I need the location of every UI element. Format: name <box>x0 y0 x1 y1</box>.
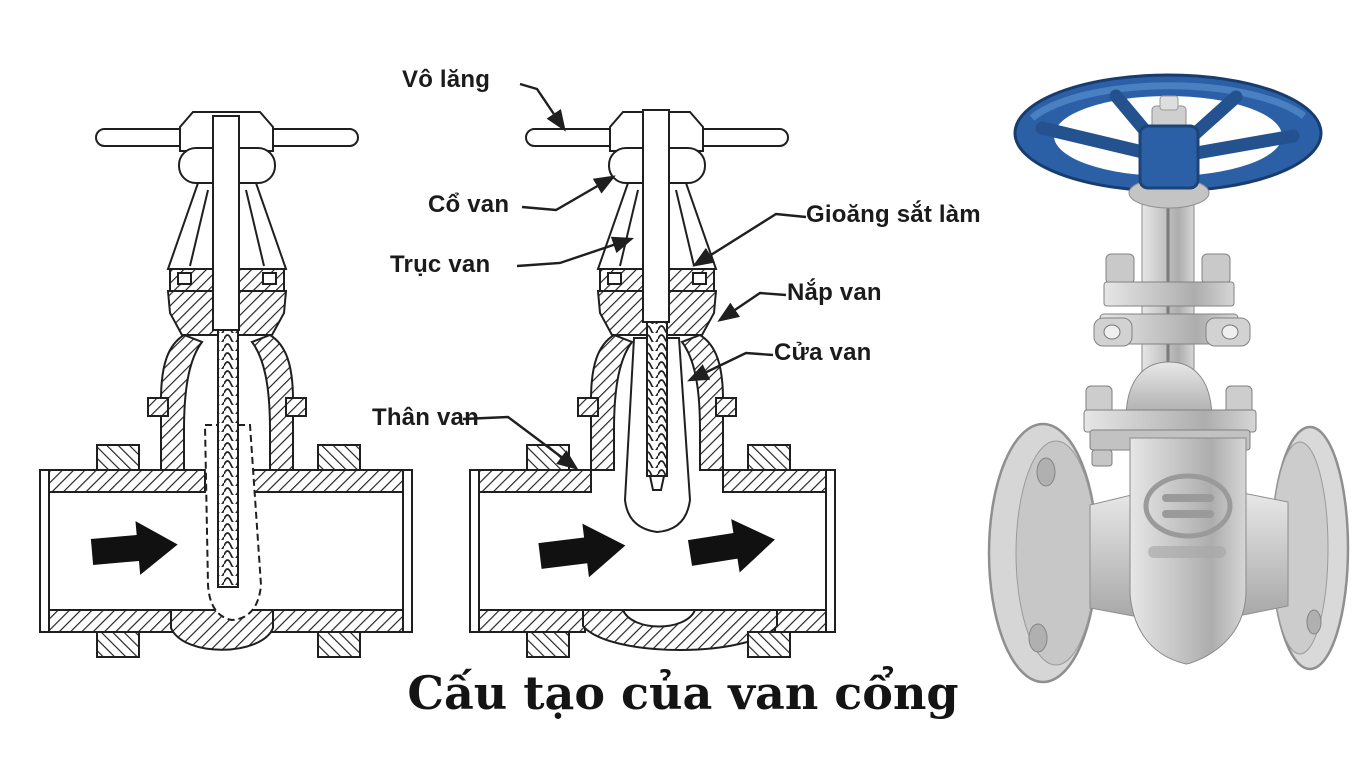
seat-recess <box>621 609 697 628</box>
leader-lines <box>462 82 807 470</box>
pipe-end-cap <box>469 469 480 633</box>
flange-tab <box>96 444 140 471</box>
leader-vo-lang <box>519 82 566 132</box>
leader-gioang <box>692 212 807 267</box>
neck-wall-right <box>250 333 294 471</box>
pipe-bottom-wall <box>469 609 586 633</box>
pipe-top-wall <box>39 469 206 493</box>
leader-co-van <box>521 175 616 212</box>
bonnet-dome <box>1125 361 1213 421</box>
flow-arrow <box>90 521 178 575</box>
neck-wall-left <box>160 333 204 471</box>
label-bonnet: Nắp van <box>787 279 882 306</box>
label-gasket: Gioăng sắt làm <box>806 201 981 228</box>
closed-valve-cross-section <box>39 111 413 658</box>
diagram-title: Cấu tạo của van cổng <box>407 666 959 720</box>
threaded-stem <box>217 324 239 588</box>
yoke-bolt <box>1105 253 1135 285</box>
leader-than-van <box>462 415 579 470</box>
neck-wall-left <box>590 333 634 471</box>
label-valve-neck: Cổ van <box>428 191 510 218</box>
bonnet-flange <box>1083 409 1257 433</box>
label-valve-body: Thân van <box>372 404 479 431</box>
handwheel-hub <box>1138 124 1200 190</box>
threaded-stem <box>646 317 668 477</box>
stem-tip <box>648 475 666 491</box>
label-gate: Cửa van <box>774 339 872 366</box>
label-handwheel: Vô lăng <box>402 66 491 93</box>
bottom-boss <box>170 609 274 651</box>
open-valve-cross-section <box>469 109 836 658</box>
pipe-bottom-wall <box>39 609 176 633</box>
label-valve-stem: Trục van <box>390 251 491 278</box>
valve-stem <box>642 109 670 323</box>
leader-truc-van <box>516 236 635 268</box>
flow-arrow <box>538 523 626 578</box>
body-emblem <box>1143 473 1233 539</box>
valve-stem <box>212 115 240 331</box>
pipe-end-cap <box>39 469 50 633</box>
flange-bolt-hole <box>1036 457 1056 487</box>
leader-nap-van <box>717 291 787 322</box>
pipe-top-wall <box>469 469 592 493</box>
body-marking <box>1148 546 1226 558</box>
leader-cua-van <box>687 351 774 382</box>
gate-valve-photo <box>987 73 1350 684</box>
yoke-bar-top <box>1103 281 1235 307</box>
flow-arrow <box>687 519 775 573</box>
